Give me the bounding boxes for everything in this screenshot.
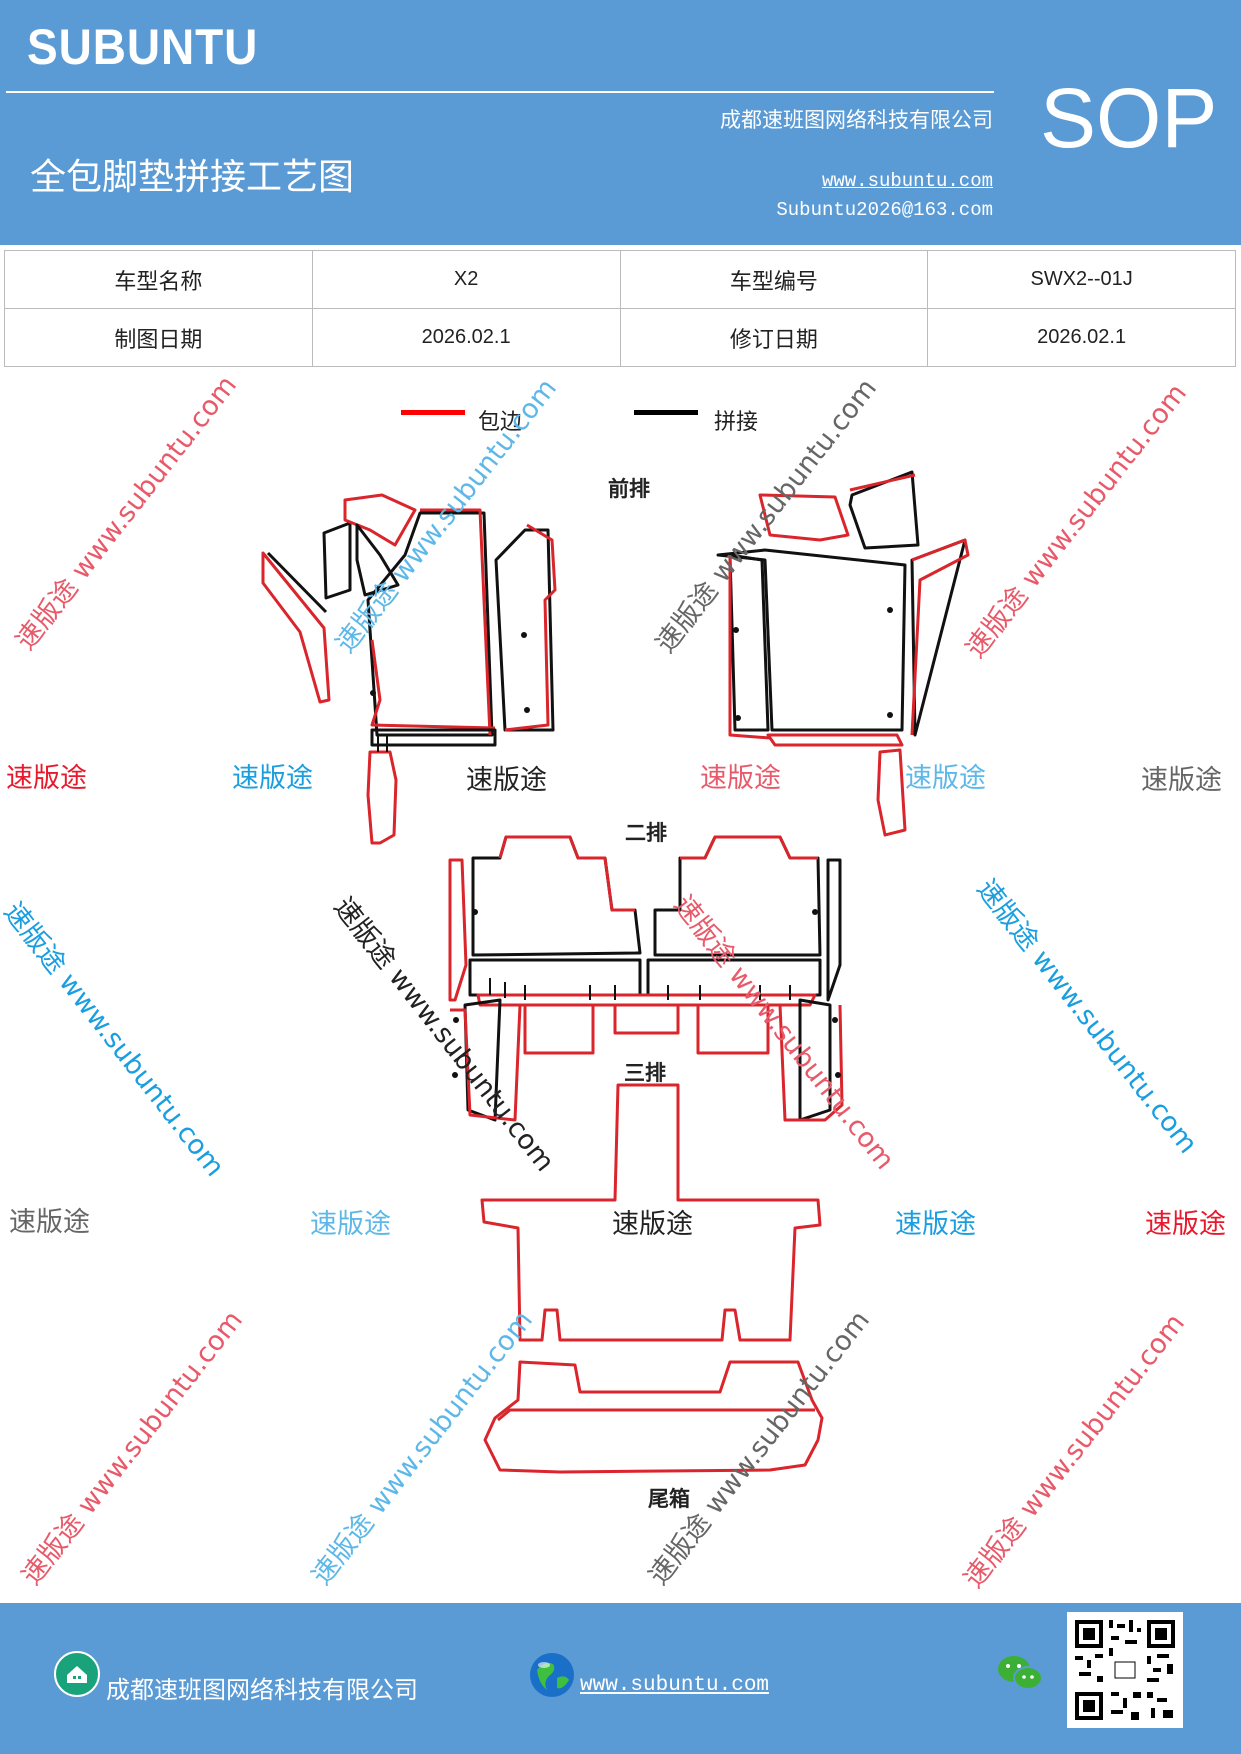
footer-website-link[interactable]: www.subuntu.com [580, 1674, 770, 1697]
draw-date-label: 制图日期 [4, 308, 313, 367]
draw-date-value: 2026.02.1 [311, 308, 621, 367]
page-title: 全包脚垫拼接工艺图 [30, 157, 355, 198]
table-row: 制图日期 2026.02.1 修订日期 2026.02.1 [4, 308, 1236, 367]
watermark: 速版途 [466, 765, 547, 796]
trunk-mat [483, 1360, 824, 1474]
section-front-label: 前排 [608, 477, 650, 501]
header-divider [6, 91, 994, 93]
legend-splice-swatch [634, 410, 698, 415]
table-row: 车型名称 X2 车型编号 SWX2--01J [4, 250, 1236, 309]
model-code-value: SWX2--01J [927, 250, 1236, 309]
watermark: 速版途 [895, 1209, 976, 1240]
header-website-link[interactable]: www.subuntu.com [821, 170, 993, 192]
qr-code-icon [1067, 1612, 1183, 1728]
watermark: 速版途 [6, 763, 87, 794]
watermark: 速版途 [232, 763, 313, 794]
revise-date-value: 2026.02.1 [927, 308, 1236, 367]
header-email: Subuntu2026@163.com [776, 199, 993, 221]
doc-type-label: SOP [1040, 71, 1218, 165]
watermark: 速版途 [1145, 1209, 1226, 1240]
legend-edge-label: 包边 [478, 410, 523, 435]
third-row-mat [480, 1083, 822, 1342]
model-name-label: 车型名称 [4, 250, 313, 309]
watermark: 速版途 [612, 1209, 693, 1240]
globe-icon [530, 1653, 574, 1697]
brand-logo: SUBUNTU [27, 19, 259, 75]
watermark: 速版途 [700, 763, 781, 794]
building-icon [54, 1651, 100, 1697]
footer-company: 成都速班图网络科技有限公司 [106, 1676, 418, 1704]
section-third-label: 三排 [624, 1061, 666, 1085]
watermark: 速版途 [1141, 765, 1222, 796]
model-name-value: X2 [311, 250, 621, 309]
front-right-mat [716, 470, 970, 837]
watermark: 速版途 [310, 1209, 391, 1240]
info-table: 车型名称 X2 车型编号 SWX2--01J 制图日期 2026.02.1 修订… [4, 250, 1236, 367]
section-second-label: 二排 [625, 821, 667, 845]
second-row-mats [448, 835, 844, 1122]
section-trunk-label: 尾箱 [648, 1487, 690, 1511]
wechat-icon [998, 1656, 1043, 1690]
legend-edge-swatch [401, 410, 465, 415]
watermark: 速版途 [9, 1207, 90, 1238]
revise-date-label: 修订日期 [619, 308, 929, 367]
watermark: 速版途 [905, 763, 986, 794]
model-code-label: 车型编号 [619, 250, 929, 309]
legend-splice-label: 拼接 [714, 410, 759, 435]
header-banner [0, 0, 1241, 245]
header-company: 成都速班图网络科技有限公司 [720, 108, 993, 132]
